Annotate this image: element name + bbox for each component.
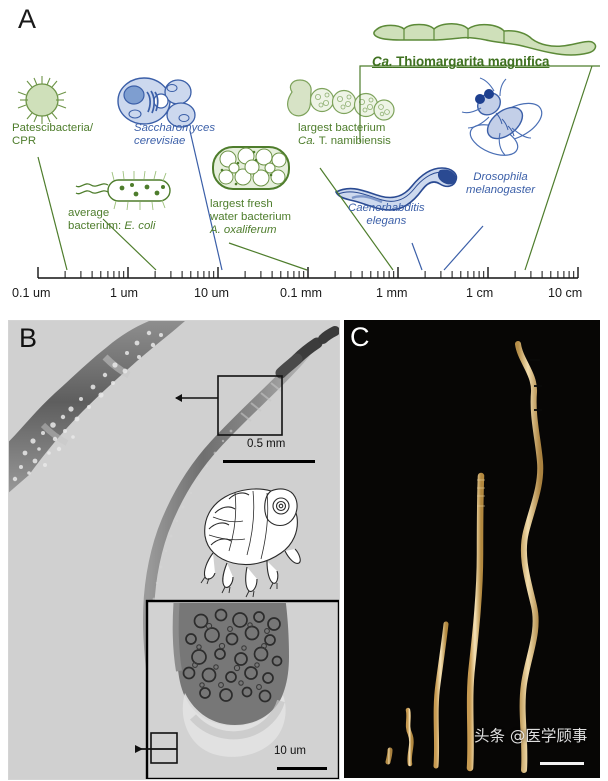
axis-tick-label-6: 10 cm bbox=[548, 286, 583, 300]
inset-arrow-icon bbox=[175, 394, 218, 402]
label-celegans-l2: elegans bbox=[366, 215, 407, 228]
label-patescibacteria-l1: Patescibacteria/ bbox=[12, 122, 94, 134]
scalebar-inset-label: 10 um bbox=[274, 745, 306, 757]
axis-tick-label-1: 1 um bbox=[110, 286, 138, 300]
filament-5 bbox=[515, 341, 544, 773]
filament-2 bbox=[405, 707, 414, 767]
tip-box-icon bbox=[150, 732, 178, 764]
axis-tick-label-0: 0.1 um bbox=[12, 286, 51, 300]
watermark-text: 头条 @医学顾事 bbox=[474, 727, 588, 745]
axis-tick-label-5: 1 cm bbox=[466, 286, 494, 300]
label-oxaliferum-l3: A. oxaliferum bbox=[210, 224, 277, 237]
vacuolated-cell-icon bbox=[212, 146, 290, 190]
label-namibiensis-l2: T. namibiensis bbox=[315, 135, 391, 148]
label-saccharomyces-l2: cerevisiae bbox=[134, 135, 186, 148]
label-namibiensis-prefix: Ca. bbox=[298, 135, 316, 148]
magnified-filament bbox=[9, 321, 185, 493]
tip-arrow-head-icon bbox=[135, 745, 177, 753]
thiomargarita-magnifica-icon bbox=[373, 23, 597, 56]
tardigrade-icon bbox=[200, 488, 301, 598]
spiky-coccus-icon bbox=[17, 76, 67, 124]
magnifica-title-prefix: Ca. bbox=[372, 54, 393, 69]
panel-c-letter: C bbox=[350, 322, 370, 352]
panel-a-graphics: .gstroke{stroke:#4e7d2c;fill:none;} .gfi… bbox=[17, 23, 600, 279]
panel-b-letter: B bbox=[19, 323, 38, 353]
panel-a-letter: A bbox=[18, 4, 37, 34]
scalebar-inset-icon bbox=[277, 767, 327, 770]
magnifica-title: Ca. Thiomargarita magnifica bbox=[372, 54, 549, 69]
panel-b-graphics bbox=[9, 321, 339, 779]
magnifica-title-species: Thiomargarita magnifica bbox=[392, 54, 550, 69]
fruit-fly-icon bbox=[461, 77, 543, 156]
yeast-cell-icon bbox=[117, 77, 196, 128]
axis-tick-label-3: 0.1 mm bbox=[280, 286, 322, 300]
label-ecoli-l2: bacterium: bbox=[68, 220, 125, 233]
label-drosophila-l1: Drosophila bbox=[473, 171, 528, 183]
label-namibiensis-l1: largest bacterium bbox=[298, 122, 386, 134]
inset-box-icon bbox=[217, 375, 283, 436]
label-oxaliferum-l2: water bacterium bbox=[210, 211, 292, 224]
panel-a: A .gstroke{stroke:#4e7d2c;fill:none;} .g… bbox=[0, 0, 608, 318]
label-celegans-l1: Caenorhabditis bbox=[348, 202, 425, 214]
log-axis bbox=[37, 267, 579, 279]
panel-c-graphics bbox=[344, 320, 600, 778]
label-patescibacteria-l2: CPR bbox=[12, 135, 37, 148]
label-saccharomyces-l1: Saccharomyces bbox=[134, 122, 216, 134]
inset-panel bbox=[145, 599, 339, 779]
axis-tick-label-4: 1 mm bbox=[376, 286, 408, 300]
axis-tick-label-2: 10 um bbox=[194, 286, 230, 300]
filament-1 bbox=[385, 747, 393, 765]
label-drosophila-l2: melanogaster bbox=[466, 184, 536, 197]
bacterial-chain-icon bbox=[286, 79, 395, 121]
scalebar-main-icon bbox=[223, 460, 315, 463]
filament-4 bbox=[466, 472, 485, 772]
log-axis-minor-ticks bbox=[64, 271, 575, 278]
label-ecoli-species: E. coli bbox=[124, 220, 156, 233]
scalebar-main-label: 0.5 mm bbox=[247, 438, 286, 450]
scalebar-panel-c-icon bbox=[540, 762, 584, 765]
filament-3 bbox=[433, 621, 449, 769]
panel-c: C 头条 @医学顾事 bbox=[344, 320, 600, 778]
label-ecoli-l1: average bbox=[68, 207, 110, 219]
panel-b: B 0.5 mm 10 um bbox=[8, 320, 340, 780]
rod-bacterium-icon bbox=[75, 170, 171, 211]
nematode-icon bbox=[334, 167, 458, 211]
label-oxaliferum-l1: largest fresh bbox=[210, 198, 273, 210]
label-patescibacteria: Patescibacteria/CPR bbox=[12, 122, 93, 148]
